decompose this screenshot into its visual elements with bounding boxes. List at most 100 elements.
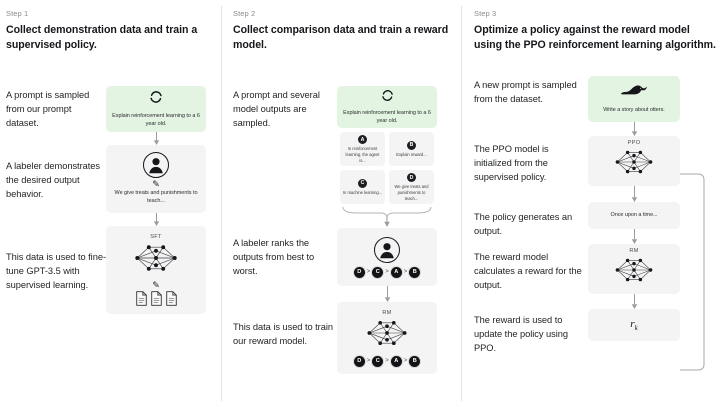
step-3-label: Step 3 — [474, 9, 497, 18]
step-1-prompt-graphic: Explain reinforcement learning to a 6 ye… — [106, 86, 206, 146]
output-option-b: B Explain reward... — [389, 132, 434, 167]
option-letter-a: A — [358, 135, 367, 145]
rank-badge-1: D — [353, 355, 365, 367]
prompt-card-step2: Explain reinforcement learning to a 6 ye… — [337, 86, 437, 129]
step-2-prompt-graphic: Explain reinforcement learning to a 6 ye… — [337, 86, 437, 228]
rank-badge-3: A — [390, 355, 402, 367]
rank-separator: > — [366, 358, 371, 365]
step-3-output-graphic: Once upon a time... — [588, 202, 680, 245]
labeler-card-step2: D > C > A > B — [337, 228, 437, 287]
output-option-c: C In machine learning... — [340, 170, 385, 205]
pencil-icon: ✎ — [152, 179, 160, 190]
step-2-title: Collect comparison data and train a rewa… — [233, 24, 449, 51]
step-3-title: Optimize a policy against the reward mod… — [474, 24, 716, 51]
step-3-caption-ppo: The PPO model is initialized from the su… — [474, 144, 549, 183]
step-3-reward-graphic: rk — [588, 309, 680, 342]
step-1-labeler-graphic: ✎ We give treats and punishments to teac… — [106, 145, 206, 227]
step-3-rm-graphic: RM — [588, 244, 680, 310]
step-3-caption-output: The policy generates an output. — [474, 212, 573, 237]
step-2-model-graphic: RM — [337, 302, 437, 375]
rm-model-card-step3: RM — [588, 244, 680, 295]
step-3-row-rm: The reward model calculates a reward for… — [474, 244, 720, 310]
sft-model-label: SFT — [150, 234, 162, 241]
arrow-step3-1 — [588, 122, 680, 137]
refresh-cycle-icon — [149, 90, 163, 109]
step-2-row-model: This data is used to train our reward mo… — [233, 302, 462, 375]
step-1-model-graphic: SFT — [106, 226, 206, 315]
step-1-caption-model: This data is used to fine-tune GPT-3.5 w… — [6, 252, 106, 291]
arrow-step3-3 — [588, 229, 680, 245]
column-divider-2 — [461, 6, 462, 401]
reward-model-label: RM — [382, 309, 392, 316]
arrow-step1-2 — [106, 213, 206, 227]
step-2-caption-labeler: A labeler ranks the outputs from best to… — [233, 238, 315, 277]
prompt-card-step1: Explain reinforcement learning to a 6 ye… — [106, 86, 206, 133]
step-3-caption-rm: The reward model calculates a reward for… — [474, 252, 582, 291]
option-text-b: Explain reward... — [396, 151, 427, 157]
step-1-column: Step 1 Collect demonstration data and tr… — [0, 0, 222, 407]
converging-brace-arrow — [337, 204, 437, 228]
arrow-step2-1 — [337, 286, 437, 303]
output-option-a: A In reinforcement learning, the agent i… — [340, 132, 385, 167]
rank-badge-2: C — [372, 266, 384, 278]
step-2-row-labeler: A labeler ranks the outputs from best to… — [233, 228, 462, 303]
rank-badge-4: B — [409, 266, 421, 278]
rank-separator: > — [385, 269, 389, 276]
step-1-row-labeler: A labeler demonstrates the desired outpu… — [6, 145, 222, 227]
step-2-caption-model: This data is used to train our reward mo… — [233, 322, 333, 347]
step-2-row-prompt: A prompt and several model outputs are s… — [233, 86, 462, 228]
step-3-caption-reward: The reward is used to update the policy … — [474, 315, 568, 354]
rank-separator: > — [403, 358, 408, 365]
ppo-model-label: PPO — [627, 139, 641, 146]
output-option-d: D We give treats and punishments to teac… — [389, 170, 434, 205]
prompt-card-step2-text: Explain reinforcement learning to a 6 ye… — [343, 109, 431, 124]
rm-model-label-step3: RM — [629, 247, 639, 254]
step-1-caption-prompt: A prompt is sampled from our prompt data… — [6, 90, 90, 129]
reward-value-card: rk — [588, 309, 680, 342]
rank-separator: > — [385, 358, 389, 365]
step-3-column: Step 3 Optimize a policy against the rew… — [462, 0, 720, 407]
step-2-caption-prompt: A prompt and several model outputs are s… — [233, 90, 320, 129]
prompt-card-step3: Write a story about otters. — [588, 76, 680, 123]
otter-icon — [619, 83, 649, 103]
arrow-step1-1 — [106, 132, 206, 146]
option-text-a: In reinforcement learning, the agent is.… — [345, 146, 380, 163]
prompt-card-step3-text: Write a story about otters. — [603, 107, 665, 114]
step-1-caption-labeler: A labeler demonstrates the desired outpu… — [6, 161, 100, 200]
option-letter-c: C — [358, 178, 367, 188]
refresh-cycle-icon — [381, 89, 394, 107]
option-text-c: In machine learning... — [342, 189, 383, 195]
labeler-card-step1-text: We give treats and punishments to teach.… — [114, 190, 198, 205]
step-1-row-model: This data is used to fine-tune GPT-3.5 w… — [6, 226, 222, 315]
option-letter-d: D — [407, 173, 416, 183]
step-3-prompt-graphic: Write a story about otters. — [588, 76, 680, 137]
neural-network-icon — [611, 254, 657, 291]
step-3-row-prompt: A new prompt is sampled from the dataset… — [474, 76, 720, 137]
reward-model-card: RM — [337, 302, 437, 375]
policy-output-text: Once upon a time... — [610, 211, 658, 218]
arrow-step3-4 — [588, 294, 680, 310]
rank-badge-2: C — [372, 355, 384, 367]
reward-symbol-base: r — [630, 318, 635, 331]
rank-separator: > — [403, 269, 408, 276]
option-letter-b: B — [407, 140, 416, 150]
sft-model-card: SFT — [106, 226, 206, 315]
neural-network-icon — [130, 240, 182, 281]
ranking-row-labeler: D > C > A > B — [353, 266, 421, 278]
ranking-row-model: D > C > A > B — [353, 355, 421, 367]
step-1-title: Collect demonstration data and train a s… — [6, 24, 198, 51]
step-2-labeler-graphic: D > C > A > B — [337, 228, 437, 303]
arrow-step3-2 — [588, 186, 680, 203]
option-text-d: We give treats and punishments to teach.… — [394, 184, 429, 201]
neural-network-icon — [611, 146, 657, 183]
person-avatar-icon — [374, 236, 400, 263]
step-3-ppo-graphic: PPO — [588, 136, 680, 203]
ppo-model-card: PPO — [588, 136, 680, 187]
column-divider-1 — [221, 6, 222, 401]
rank-badge-3: A — [390, 266, 402, 278]
pencil-icon: ✎ — [152, 280, 160, 291]
reward-symbol-subscript: k — [634, 324, 638, 333]
rank-badge-1: D — [353, 266, 365, 278]
rank-separator: > — [366, 269, 371, 276]
